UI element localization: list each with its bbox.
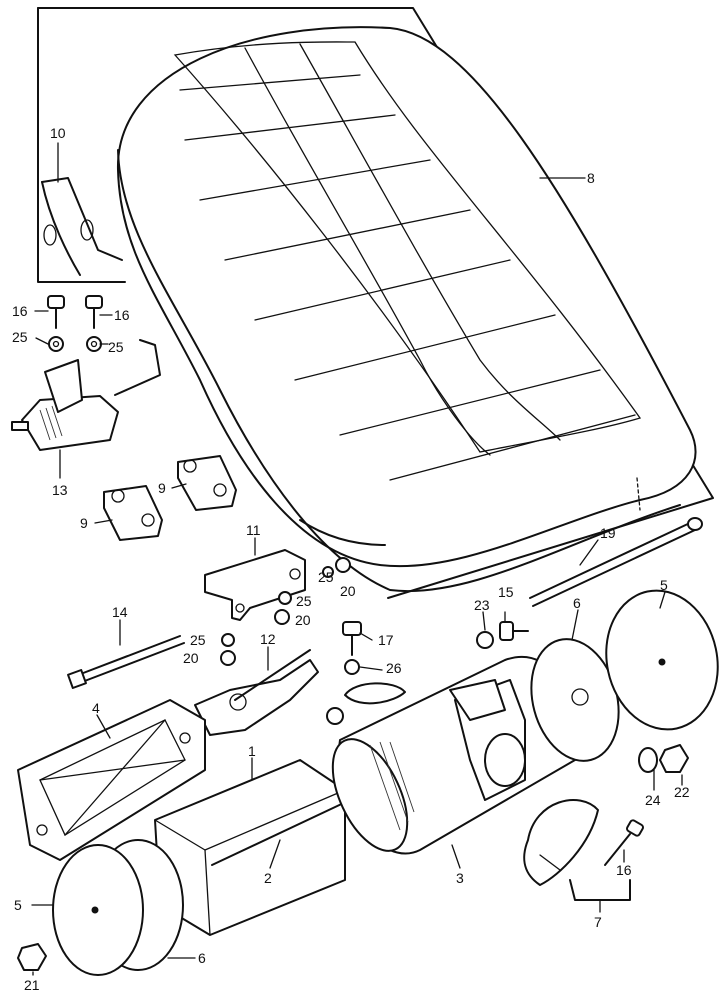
leader-lines: [31, 142, 683, 976]
washer-25-mid: [278, 591, 292, 605]
label-18-lower: 16: [616, 862, 632, 878]
bolt-16-right: [85, 295, 103, 329]
label-20-mid: 20: [295, 612, 311, 628]
label-20-low: 20: [183, 650, 199, 666]
label-25-left: 25: [12, 329, 28, 345]
label-22: 22: [674, 784, 690, 800]
label-8: 8: [587, 170, 595, 186]
washer-25-upper: [322, 566, 334, 578]
nut-22: [659, 744, 689, 773]
label-20-upper: 20: [340, 583, 356, 599]
label-5-right: 5: [660, 577, 668, 593]
washer-24: [638, 747, 658, 773]
bolt-18-lower: [604, 819, 644, 866]
label-19: 19: [600, 525, 616, 541]
callout-labels: 10 8 16 16 25 25 13 9 9 11 25 20 25 20 1…: [12, 125, 690, 993]
label-25-low: 25: [190, 632, 206, 648]
label-4: 4: [92, 700, 100, 716]
spacer-block-9-upper: [177, 455, 237, 511]
nut-20-mid: [274, 609, 290, 625]
long-rod-19: [529, 517, 703, 607]
long-bolt-14: [67, 635, 185, 689]
label-15: 15: [498, 584, 514, 600]
washer-25-low: [221, 633, 235, 647]
label-25-right: 25: [108, 339, 124, 355]
air-cleaner-case-3: [331, 656, 579, 855]
seat-quilting: [179, 43, 636, 481]
label-10: 10: [50, 125, 66, 141]
seat-lock-assembly: [11, 339, 161, 451]
nut-20-upper: [335, 557, 351, 573]
filter-element-1: [154, 759, 362, 936]
label-14: 14: [112, 604, 128, 620]
bolt-15: [499, 621, 529, 641]
bolt-16-left: [47, 295, 65, 329]
hose-clamp-7: [523, 799, 599, 886]
label-9-lower: 9: [80, 515, 88, 531]
label-24: 24: [645, 792, 661, 808]
seat: [116, 26, 697, 593]
spacer-block-9-lower: [103, 485, 163, 541]
washer-25-left: [48, 336, 64, 352]
label-25-mid: 25: [296, 593, 312, 609]
rod-2: [211, 799, 351, 866]
label-21: 21: [24, 977, 40, 993]
nut-21: [17, 943, 47, 971]
label-11: 11: [246, 522, 261, 538]
label-13: 13: [52, 482, 68, 498]
washer-26: [344, 659, 360, 675]
washer-23: [476, 631, 494, 649]
washer-25-right: [86, 336, 102, 352]
label-16-left: 16: [12, 303, 28, 319]
hose-clamp-upper: [344, 682, 406, 705]
nut-20-low: [220, 650, 236, 666]
label-3: 3: [456, 870, 464, 886]
label-23: 23: [474, 597, 490, 613]
label-17: 17: [378, 632, 394, 648]
frame-bracket-4: [17, 699, 206, 861]
label-5-left: 5: [14, 897, 22, 913]
bolt-17: [342, 621, 362, 656]
label-2: 2: [264, 870, 272, 886]
cover-5-left: [52, 839, 184, 976]
label-26: 26: [386, 660, 402, 676]
label-7: 7: [594, 914, 602, 930]
bracket-7-leader: [569, 879, 631, 901]
mounting-bracket-11: [204, 549, 306, 621]
label-6-right: 6: [573, 595, 581, 611]
label-25-upper: 25: [318, 569, 334, 585]
seat-hinge-spring: [41, 177, 123, 276]
label-16-right: 16: [114, 307, 130, 323]
label-9-upper: 9: [158, 480, 166, 496]
label-1: 1: [248, 743, 256, 759]
mounting-bolt-12: [194, 649, 319, 736]
label-12: 12: [260, 631, 276, 647]
label-6-left: 6: [198, 950, 206, 966]
